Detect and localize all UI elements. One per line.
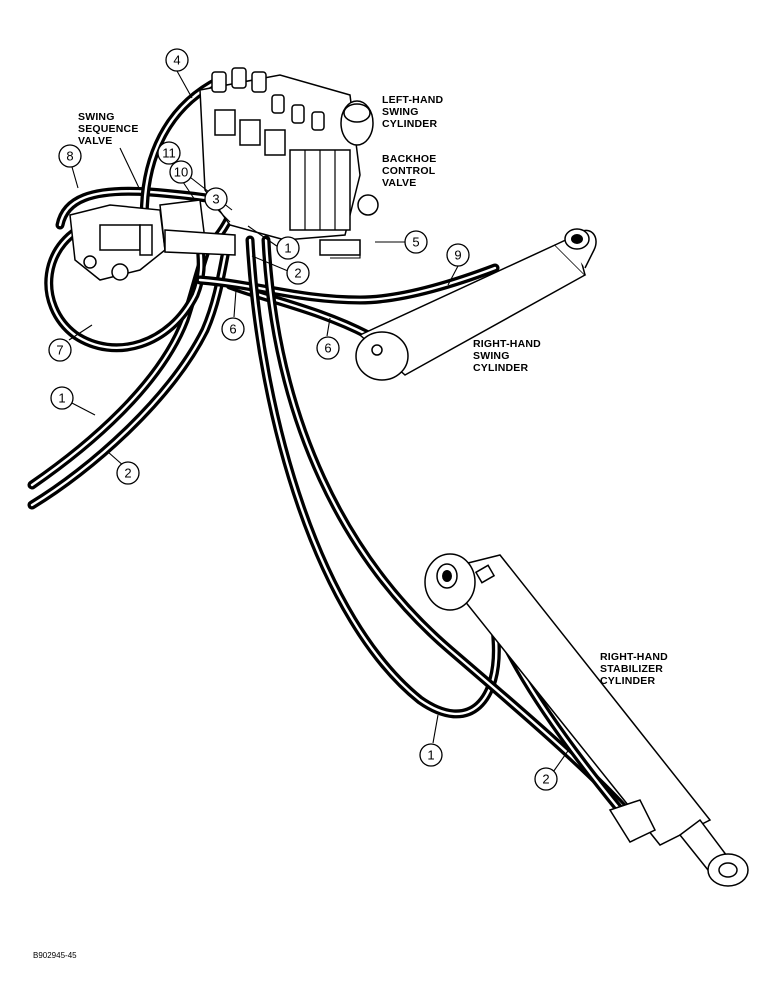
svg-text:2: 2 xyxy=(542,772,549,787)
svg-text:10: 10 xyxy=(174,165,188,180)
svg-text:6: 6 xyxy=(229,322,236,337)
label-right-hand-stabilizer-cylinder: RIGHT-HAND STABILIZER CYLINDER xyxy=(600,651,671,687)
svg-text:7: 7 xyxy=(56,343,63,358)
svg-text:3: 3 xyxy=(212,192,219,207)
label-right-hand-swing-cylinder: RIGHT-HAND SWING CYLINDER xyxy=(473,338,544,374)
svg-text:5: 5 xyxy=(412,235,419,250)
callout-1-bottom: 1 xyxy=(419,743,443,767)
callout-1-left: 1 xyxy=(50,386,74,410)
callout-6-left: 6 xyxy=(221,317,245,341)
svg-text:6: 6 xyxy=(324,341,331,356)
callout-6-right: 6 xyxy=(316,336,340,360)
callout-4: 4 xyxy=(165,48,189,72)
label-swing-sequence-valve: SWING SEQUENCE VALVE xyxy=(78,111,142,147)
svg-text:2: 2 xyxy=(294,266,301,281)
callout-2-bottom: 2 xyxy=(534,767,558,791)
callout-1-top: 1 xyxy=(276,236,300,260)
callout-2-top: 2 xyxy=(286,261,310,285)
svg-text:9: 9 xyxy=(454,248,461,263)
svg-text:1: 1 xyxy=(58,391,65,406)
callout-9: 9 xyxy=(446,243,470,267)
callout-3: 3 xyxy=(204,187,228,211)
callout-5: 5 xyxy=(404,230,428,254)
callout-11: 11 xyxy=(157,141,181,165)
right-hand-stabilizer-cylinder xyxy=(424,553,749,887)
callout-2-left: 2 xyxy=(116,461,140,485)
svg-text:8: 8 xyxy=(66,149,73,164)
svg-text:4: 4 xyxy=(173,53,180,68)
svg-text:2: 2 xyxy=(124,466,131,481)
svg-text:1: 1 xyxy=(427,748,434,763)
callout-8: 8 xyxy=(58,144,82,168)
figure-reference: B902945-45 xyxy=(33,951,77,960)
label-backhoe-control-valve: BACKHOE CONTROL VALVE xyxy=(382,153,440,189)
svg-text:11: 11 xyxy=(162,146,176,161)
callout-10: 10 xyxy=(169,160,193,184)
svg-text:1: 1 xyxy=(284,241,291,256)
swing-sequence-valve xyxy=(69,199,236,281)
label-left-hand-swing-cylinder: LEFT-HAND SWING CYLINDER xyxy=(382,94,446,130)
right-hand-swing-cylinder xyxy=(355,228,597,381)
callout-7: 7 xyxy=(48,338,72,362)
